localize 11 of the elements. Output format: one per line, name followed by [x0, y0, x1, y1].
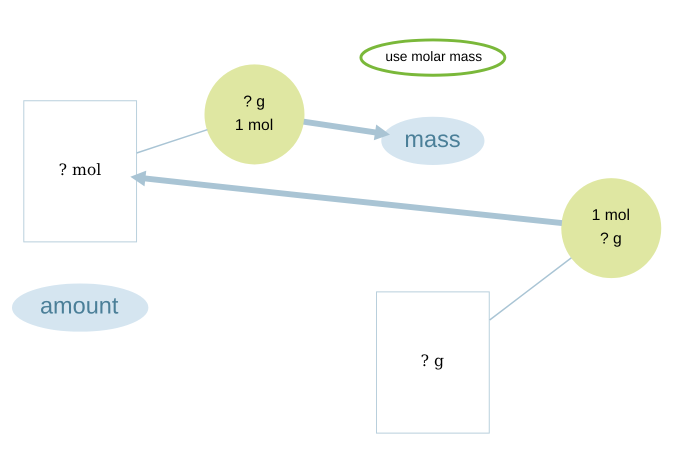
arrow	[303, 118, 390, 140]
node-circle: ? g 1 mol	[204, 64, 304, 164]
node-box: ? g	[376, 290, 490, 434]
node-ellipse: amount	[12, 282, 148, 332]
node-ellipse: mass	[381, 116, 484, 164]
node-ellipse: use molar mass	[359, 38, 506, 76]
node-circle: 1 mol ? g	[561, 178, 662, 278]
connector	[136, 128, 208, 154]
node-box: ? mol	[23, 100, 138, 242]
arrow	[130, 170, 562, 226]
connector	[489, 256, 572, 320]
